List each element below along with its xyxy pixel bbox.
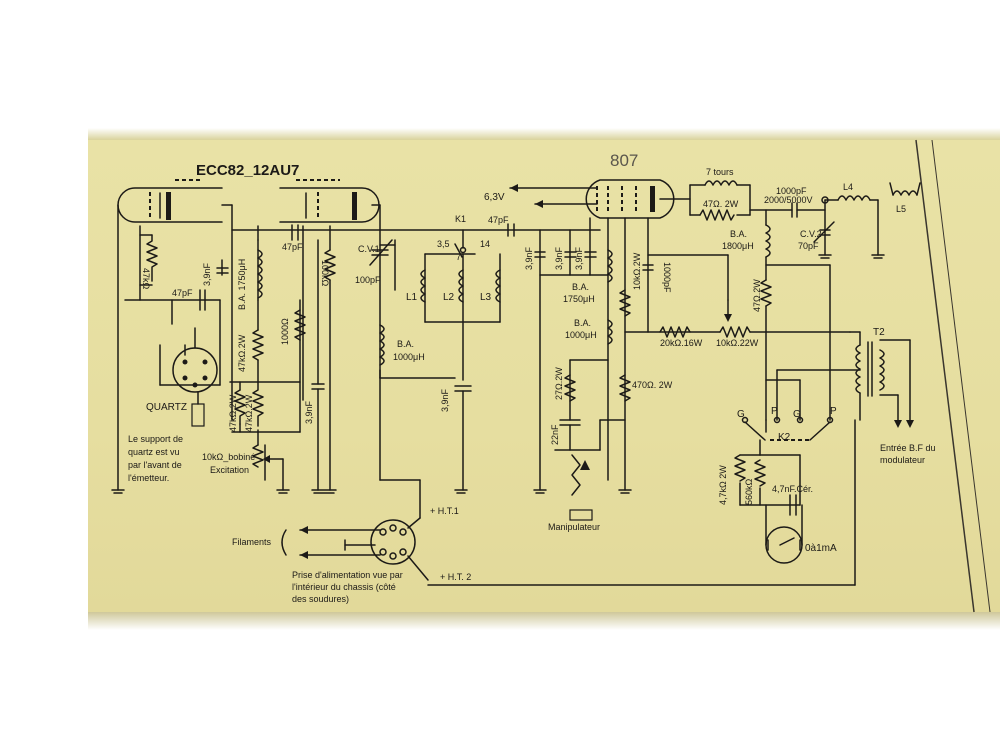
ba1750-left-label: B.A. 1750μH: [237, 259, 247, 310]
manipulateur-label: Manipulateur: [548, 522, 600, 532]
ba1000-r-label-b: 1000μH: [565, 330, 597, 340]
cv2-label-a: C.V.2: [800, 229, 822, 239]
ba1000-label-a: B.A.: [397, 339, 414, 349]
prise-label-2: l'intérieur du chassis (côté: [292, 582, 396, 592]
t2-label: T2: [873, 327, 885, 338]
heater-rail: [509, 184, 598, 208]
l2-label: L2: [443, 292, 455, 303]
c1000pf-label: 1000pF: [662, 262, 672, 293]
ht2-label: + H.T. 2: [440, 572, 471, 582]
pot10k-label-1: 10kΩ_bobiné: [202, 452, 255, 462]
c39nf-f-label: 3,9nF: [574, 246, 584, 270]
cv1-label-b: 100pF: [355, 275, 381, 285]
ba1750-r-label-a: B.A.: [572, 282, 589, 292]
prise-label-1: Prise d'alimentation vue par: [292, 570, 403, 580]
modulation-section: [734, 331, 914, 564]
tours-label: 7 tours: [706, 167, 734, 177]
c1000pf-hv-label-a: 1000pF: [776, 186, 807, 196]
c1000pf-hv-label-b: 2000/5000V: [764, 195, 813, 205]
k1-pos-a: 3,5: [437, 239, 450, 249]
cv2-label-b: 70pF: [798, 241, 819, 251]
ba1000-label-b: 1000μH: [393, 352, 425, 362]
ba1000-r-label-a: B.A.: [574, 318, 591, 328]
r10k22-label: 10kΩ.22W: [716, 338, 759, 348]
l1-label: L1: [406, 292, 418, 303]
r560k-label: 560kΩ: [744, 478, 754, 505]
r47-2w-label: 47Ω. 2W: [703, 199, 739, 209]
c47pf-right-label: 47pF: [488, 215, 509, 225]
page-edge-line-2: [931, 139, 991, 613]
paper-background: [88, 140, 1000, 612]
r47k2w-d-label: 4,7kΩ 2W: [718, 465, 728, 505]
modulateur-label-2: modulateur: [880, 455, 925, 465]
quartz-note-4: l'émetteur.: [128, 473, 169, 483]
c39nf-a-label: 3,9nF: [202, 262, 212, 286]
pa-stage-wiring: [534, 217, 851, 521]
modulateur-label-1: Entrée B.F du: [880, 443, 936, 453]
cv1-label-a: C.V.1: [358, 244, 380, 254]
heater-voltage-label: 6,3V: [484, 192, 505, 203]
quartz-note-1: Le support de: [128, 434, 183, 444]
k1-pos-c: 14: [480, 239, 490, 249]
band-switch-coils: [379, 223, 601, 491]
grounds-pa: [533, 489, 632, 494]
r47k2w-a-label: 47kΩ.2W: [237, 334, 247, 372]
p2-label: P: [830, 406, 837, 417]
ba1800-label-a: B.A.: [730, 229, 747, 239]
l5-label: L5: [896, 204, 906, 214]
r470-label: 470Ω. 2W: [632, 380, 673, 390]
page-edge-line: [915, 139, 975, 613]
oscillator-wiring: [117, 204, 456, 491]
quartz-note-3: par l'avant de: [128, 460, 182, 470]
tube-807: [585, 179, 675, 219]
c47nf-label: 4,7nF.Cér.: [772, 484, 813, 494]
g2-label: G: [793, 409, 801, 420]
c39nf-d-label: 3,9nF: [524, 246, 534, 270]
tube-ecc82-label: ECC82_12AU7: [196, 162, 299, 179]
ba1750-r-label-b: 1750μH: [563, 294, 595, 304]
r10k2w-label: 10kΩ.2W: [632, 252, 642, 290]
r100k-label: 100kΩ: [320, 260, 330, 287]
r20k-label: 20kΩ.16W: [660, 338, 703, 348]
c47pf-left-label: 47pF: [172, 288, 193, 298]
filaments-label: Filaments: [232, 537, 272, 547]
page-bottom-edge: [88, 612, 1000, 630]
l4-label: L4: [843, 182, 853, 192]
quartz-label: QUARTZ: [146, 402, 187, 413]
r47k2w-c-label: 47kΩ.2W: [244, 394, 254, 432]
c22nf-label: 22nF: [550, 424, 560, 445]
k2-label: K2: [778, 432, 791, 443]
c47pf-mid-label: 47pF: [282, 242, 303, 252]
page-shadow: [88, 128, 1000, 140]
r47k-top-label: 47kΩ: [141, 268, 151, 290]
grounds-left: [111, 489, 468, 494]
l3-label: L3: [480, 292, 492, 303]
r27-label: 27Ω.2W: [554, 367, 564, 400]
r47k2w-b-label: 47kΩ.2W: [228, 394, 238, 432]
c39nf-b-label: 3,9nF: [304, 400, 314, 424]
c39nf-c-label: 3,9nF: [440, 388, 450, 412]
ba1800-label-b: 1800μH: [722, 241, 754, 251]
supply-connector: [281, 419, 856, 586]
ht1-label: + H.T.1: [430, 506, 459, 516]
k1-label: K1: [455, 214, 466, 224]
prise-label-3: des soudures): [292, 594, 349, 604]
tube-ecc82: [117, 179, 380, 223]
r47-2w-v-label: 47Ω.2W: [752, 279, 762, 312]
r1000-label: 1000Ω: [280, 318, 290, 345]
quartz-note-2: quartz est vu: [128, 447, 180, 457]
p1-label: P: [771, 406, 778, 417]
tube-807-label: 807: [610, 151, 638, 170]
c39nf-e-label: 3,9nF: [554, 246, 564, 270]
grounds-out: [818, 254, 885, 259]
pot10k-label-2: Excitation: [210, 465, 249, 475]
g1-label: G: [737, 409, 745, 420]
meter-label: 0à1mA: [805, 543, 837, 554]
output-network: [659, 180, 921, 421]
k1-pos-b: 7: [456, 252, 461, 262]
